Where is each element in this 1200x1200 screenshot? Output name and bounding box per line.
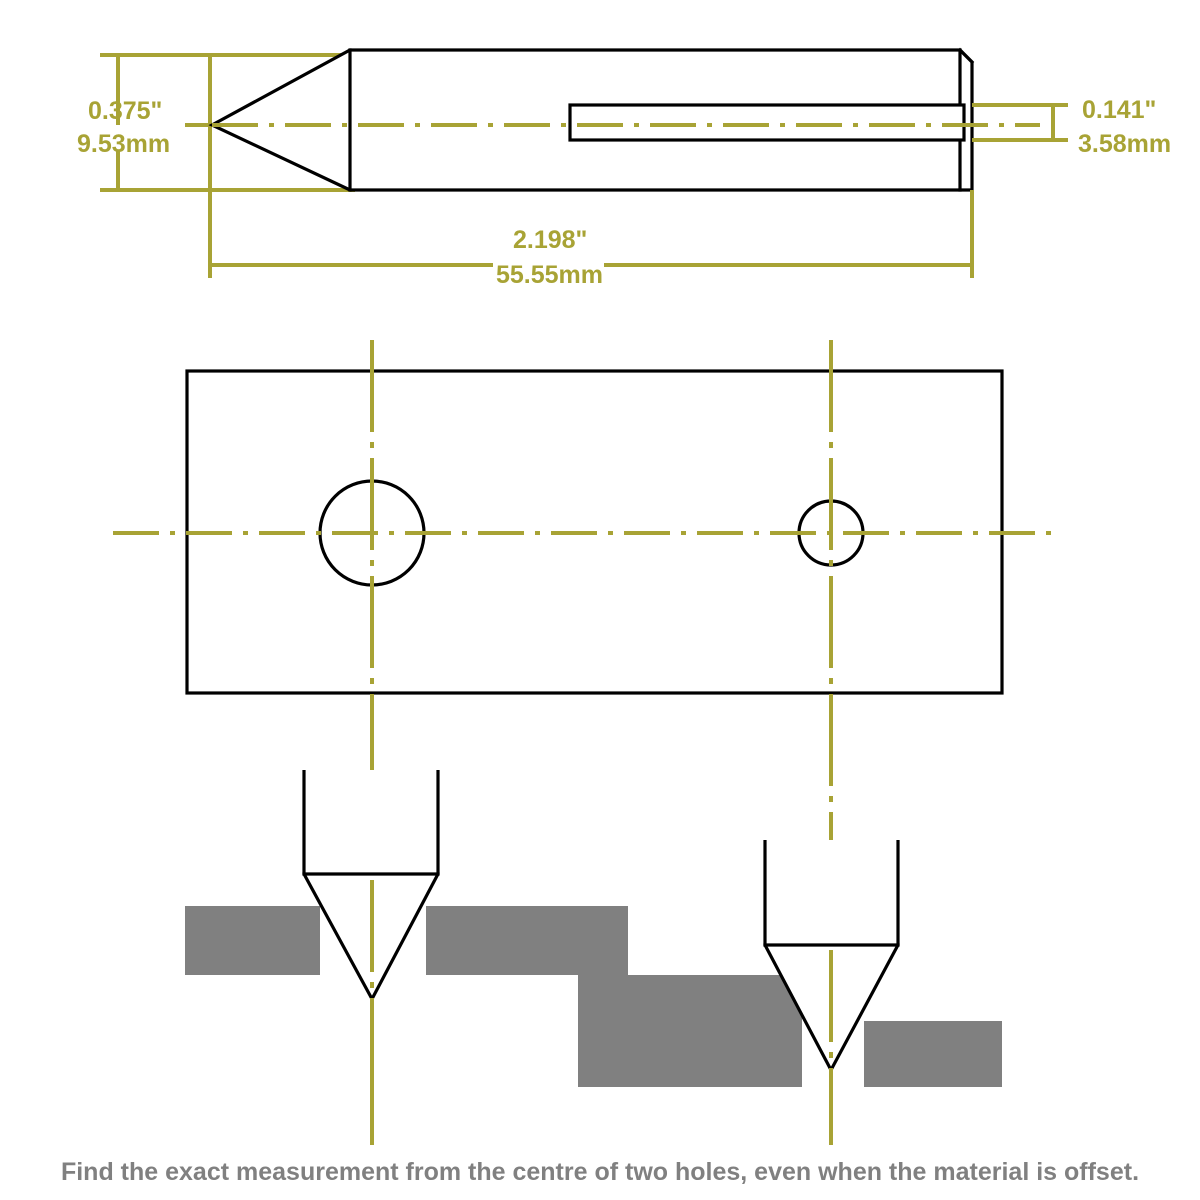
figure-caption: Find the exact measurement from the cent… — [61, 1158, 1139, 1186]
tip-diameter-dimension: 0.141" 3.58mm — [972, 96, 1171, 158]
taper-pin-outline — [208, 47, 975, 192]
pin-elevation-view: 0.375" 9.53mm 0.141" 3.58mm — [77, 47, 1171, 289]
section-view — [185, 770, 1002, 1145]
pin-diameter-inch-label: 0.375" — [88, 97, 162, 125]
plate-plan-view — [113, 369, 1062, 695]
pin-length-dimension: 2.198" 55.55mm — [210, 190, 974, 289]
pin-length-inch-label: 2.198" — [513, 226, 587, 254]
tip-diameter-inch-label: 0.141" — [1082, 96, 1156, 124]
pin-end-edge — [957, 47, 975, 65]
pin-diameter-metric-label: 9.53mm — [77, 130, 170, 158]
tip-diameter-metric-label: 3.58mm — [1078, 130, 1171, 158]
pin-length-metric-label: 55.55mm — [496, 261, 603, 289]
pin-slot-rect — [568, 103, 966, 142]
